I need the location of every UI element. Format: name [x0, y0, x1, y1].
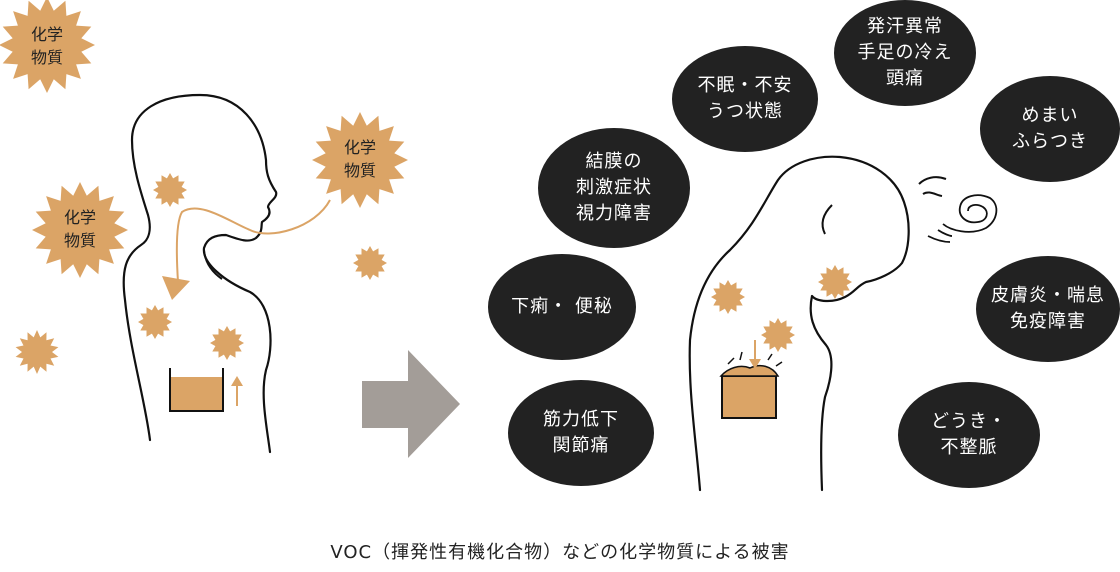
symptom-bubble-skin: 皮膚炎・喘息 免疫障害	[976, 256, 1120, 362]
symptom-line: 手足の冷え	[857, 42, 953, 63]
symptom-bubble-muscle: 筋力低下 関節痛	[508, 380, 654, 486]
symptom-line: 関節痛	[552, 435, 610, 456]
burst-label-line1: 化学	[31, 25, 63, 44]
sweat-drop-icon	[918, 176, 947, 197]
symptom-line: 頭痛	[886, 68, 924, 89]
burst-label-line2: 物質	[344, 161, 376, 180]
right-stomach-down-arrow-icon	[749, 359, 761, 369]
symptom-bubble-sweating: 発汗異常 手足の冷え 頭痛	[834, 0, 976, 106]
right-stomach-box	[721, 375, 777, 419]
symptom-line: 免疫障害	[1010, 311, 1086, 332]
chemical-burst-right-of-face: 化学 物質	[312, 112, 408, 208]
burst-label-line2: 物質	[64, 231, 96, 250]
symptom-line: 筋力低下	[543, 409, 619, 430]
symptom-bubble-heart: どうき・ 不整脈	[898, 382, 1040, 488]
symptom-bubble-insomnia: 不眠・不安 うつ状態	[672, 46, 818, 152]
left-stomach-fill	[171, 377, 222, 410]
chemical-burst-left: 化学 物質	[32, 182, 128, 278]
small-burst-icon	[711, 280, 745, 314]
right-person-outline	[688, 155, 910, 492]
symptom-line: どうき・	[931, 411, 1007, 432]
burst-label-line2: 物質	[31, 48, 63, 67]
figure-caption: VOC（揮発性有機化合物）などの化学物質による被害	[330, 542, 790, 563]
symptom-line: 皮膚炎・喘息	[991, 285, 1105, 306]
left-person-chest-line	[203, 249, 223, 280]
small-burst-icon	[818, 265, 852, 299]
symptom-line: 下痢・ 便秘	[511, 296, 613, 317]
splash-marks-icon	[727, 351, 783, 367]
burst-label-line1: 化学	[64, 208, 96, 227]
progression-arrow-icon	[362, 350, 460, 458]
burst-shape	[0, 0, 95, 93]
symptom-line: 発汗異常	[867, 16, 943, 37]
symptom-line: めまい	[1021, 105, 1079, 126]
small-burst-icon	[353, 246, 387, 280]
symptom-line: 不眠・不安	[697, 75, 793, 96]
symptom-line: 不整脈	[940, 437, 998, 458]
symptom-line: 視力障害	[576, 203, 652, 224]
chemical-burst-top-left: 化学 物質	[0, 0, 95, 93]
small-burst-icon	[210, 326, 244, 360]
inhalation-path	[175, 199, 331, 283]
burst-label-line1: 化学	[344, 138, 376, 157]
symptom-line: 刺激症状	[576, 177, 652, 198]
small-burst-icon	[761, 318, 795, 352]
symptom-line: 結膜の	[585, 151, 643, 172]
symptom-bubble-digestive: 下痢・ 便秘	[488, 254, 636, 360]
small-burst-icon	[153, 173, 187, 207]
inhalation-arrowhead-icon	[162, 276, 190, 300]
left-person-outline	[122, 93, 278, 454]
left-stomach-outline	[169, 368, 224, 412]
right-person-ear-mark	[821, 204, 833, 235]
burst-shape	[32, 182, 128, 278]
symptom-bubble-eyes: 結膜の 刺激症状 視力障害	[538, 128, 690, 248]
burst-shape	[312, 112, 408, 208]
right-stomach-overflow	[719, 364, 780, 377]
small-burst-icon	[138, 305, 172, 339]
dizziness-spiral-icon	[927, 194, 998, 243]
symptom-line: うつ状態	[707, 101, 783, 122]
small-burst-icon	[15, 330, 59, 374]
symptom-line: ふらつき	[1012, 131, 1088, 152]
left-stomach-up-arrow-icon	[231, 376, 243, 386]
symptom-bubble-dizziness: めまい ふらつき	[980, 76, 1120, 182]
